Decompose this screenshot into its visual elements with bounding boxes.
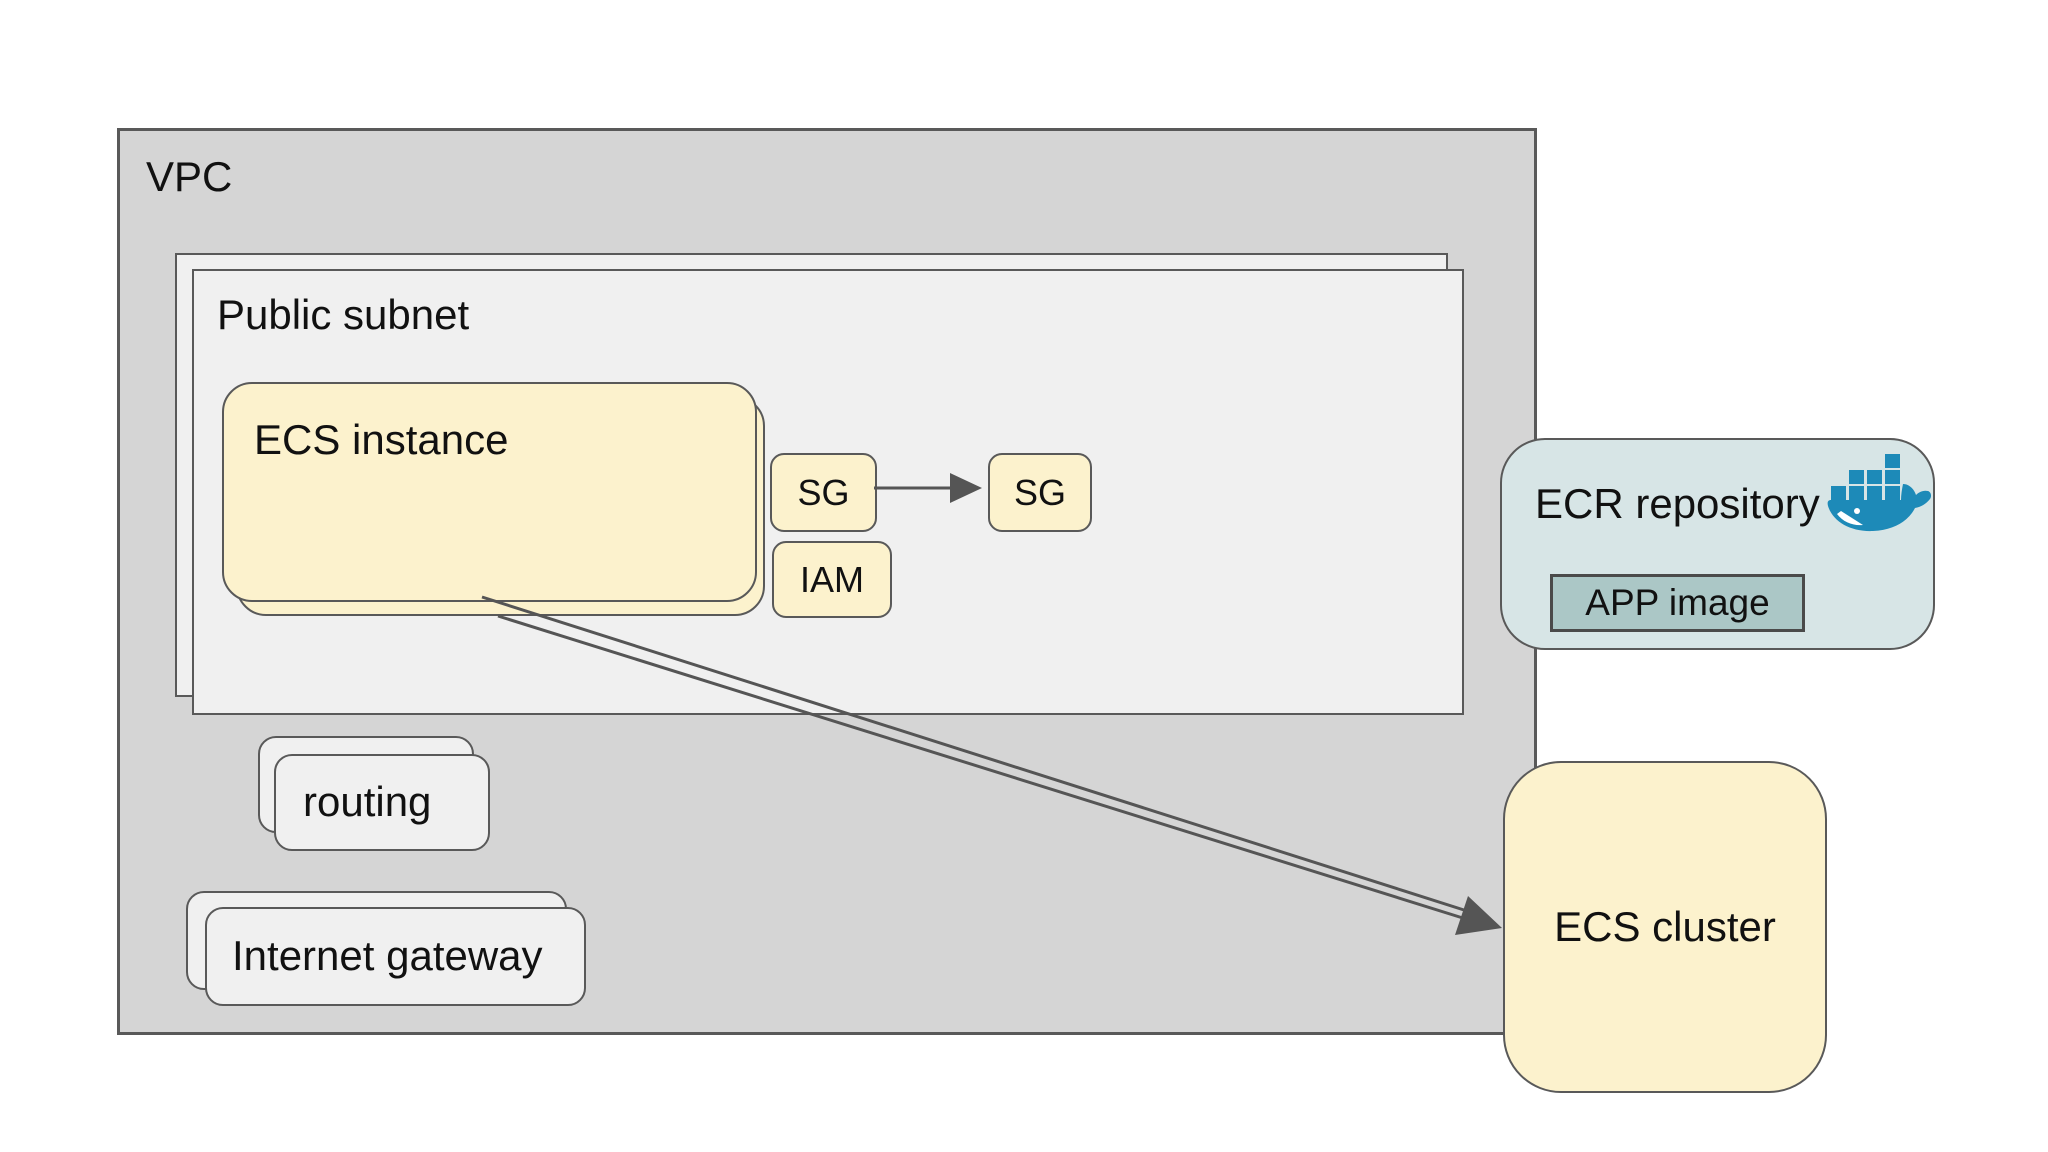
iam-node: IAM	[772, 541, 892, 618]
internet-gateway-label: Internet gateway	[232, 932, 543, 980]
routing-node: routing	[274, 754, 490, 851]
public-subnet-label: Public subnet	[217, 291, 470, 338]
sg-target-node: SG	[988, 453, 1092, 532]
sg-source-label: SG	[797, 471, 850, 513]
iam-label: IAM	[799, 558, 864, 600]
vpc-label: VPC	[146, 153, 233, 200]
ecs-instance-label: ECS instance	[254, 416, 509, 463]
app-image-label: APP image	[1585, 582, 1770, 623]
public-subnet-container: Public subnet ECS instance SG SG IAM	[192, 269, 1464, 715]
ecs-cluster-node: ECS cluster	[1503, 761, 1827, 1093]
ecr-repository-label: ECR repository	[1535, 480, 1820, 527]
docker-whale-icon	[1827, 454, 1932, 532]
routing-label: routing	[303, 778, 432, 826]
sg-source-node: SG	[770, 453, 877, 532]
vpc-container: VPC Public subnet ECS instance SG SG IAM…	[117, 128, 1537, 1035]
internet-gateway-node: Internet gateway	[205, 907, 586, 1006]
ecs-cluster-label: ECS cluster	[1554, 902, 1776, 950]
ecs-instance-node: ECS instance	[222, 382, 757, 602]
app-image-node: APP image	[1550, 574, 1805, 632]
ecr-repository-node: ECR repository APP image	[1500, 438, 1935, 650]
sg-target-label: SG	[1013, 471, 1066, 513]
